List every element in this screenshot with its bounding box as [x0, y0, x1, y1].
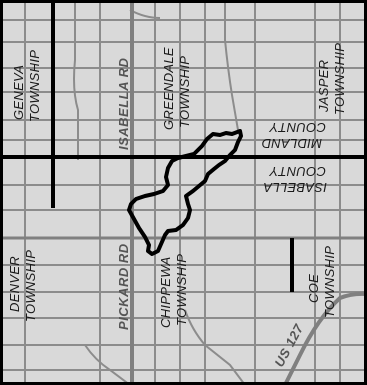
winding-roads: [73, 0, 246, 385]
denver-line-1: DENVER: [7, 256, 22, 312]
jasper-line-2: TOWNSHIP: [332, 43, 347, 115]
denver-line-2: TOWNSHIP: [23, 250, 38, 322]
jasper-line-1: JASPER: [316, 60, 331, 113]
township-label-jasper: JASPER TOWNSHIP: [316, 43, 347, 115]
isabella-line-1: COUNTY: [268, 164, 326, 179]
midland-line-1: COUNTY: [268, 120, 326, 135]
greendale-line-2: TOWNSHIP: [177, 56, 192, 128]
isabella-line-2: ISABELLA: [263, 180, 327, 195]
township-label-geneva: GENEVA TOWNSHIP: [11, 50, 42, 122]
greendale-line-1: GREENDALE: [161, 47, 176, 130]
coe-line-2: TOWNSHIP: [322, 246, 337, 318]
geneva-line-1: GENEVA: [11, 65, 26, 120]
township-label-greendale: GREENDALE TOWNSHIP: [161, 47, 192, 130]
township-label-chippewa: CHIPPEWA TOWNSHIP: [158, 254, 189, 328]
midland-line-2: MIDLAND: [261, 136, 322, 151]
road-label-pickard-rd: PICKARD RD: [116, 243, 131, 330]
chippewa-line-2: TOWNSHIP: [174, 254, 189, 326]
coe-line-1: COE: [306, 274, 321, 303]
township-label-denver: DENVER TOWNSHIP: [7, 250, 38, 322]
road-label-isabella-rd: ISABELLA RD: [116, 57, 131, 150]
highlighted-area-outline: [127, 129, 243, 256]
county-label-isabella: COUNTY ISABELLA: [263, 164, 327, 195]
geneva-line-2: TOWNSHIP: [27, 50, 42, 122]
county-label-midland: COUNTY MIDLAND: [261, 120, 326, 151]
chippewa-line-1: CHIPPEWA: [158, 256, 173, 328]
township-lines: [51, 0, 294, 292]
township-label-coe: COE TOWNSHIP: [306, 246, 337, 318]
